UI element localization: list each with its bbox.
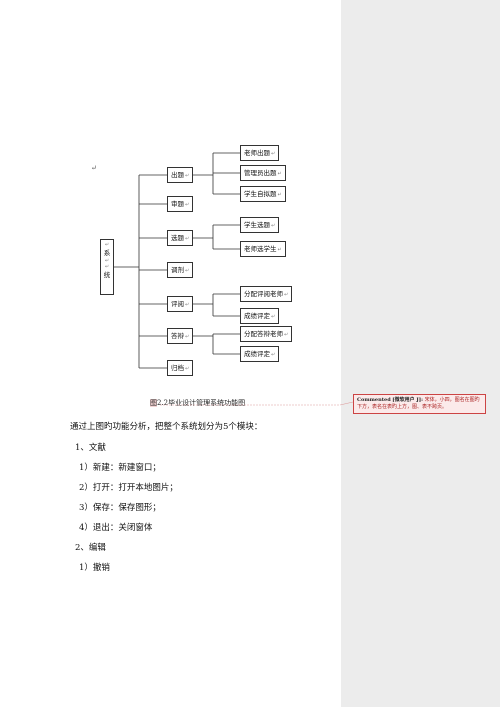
function-diagram: ↵ 系 ↵ ↵ 统 出题↵ 审题↵ 选题↵ 调剂↵ 评阅↵ 答辩↵ 归档↵ 老师… <box>95 143 305 388</box>
node-student-select: 学生选题↵ <box>240 217 280 233</box>
node-teacher-select: 老师选学生↵ <box>240 241 286 257</box>
node-xuanti: 选题↵ <box>167 230 194 246</box>
node-grade-review: 成绩评定↵ <box>240 308 280 324</box>
node-admin-assign: 管理员出题↵ <box>240 165 286 181</box>
document-page: ↵ <box>70 143 305 573</box>
diagram-connectors <box>114 152 240 369</box>
node-tiaoji: 调剂↵ <box>167 262 194 278</box>
node-chuti: 出题↵ <box>167 167 194 183</box>
list-item-save: 3）保存：保存图形； <box>79 503 161 513</box>
list-item-exit: 4）退出：关闭窗体 <box>79 523 153 533</box>
list-item-undo: 1）撤销 <box>79 563 110 573</box>
node-assign-defense: 分配答辩老师↵ <box>240 326 293 342</box>
comment-author: [微软用户 J]: <box>392 397 423 403</box>
node-shenti: 审题↵ <box>167 196 194 212</box>
node-dabian: 答辩↵ <box>167 328 194 344</box>
paragraph-mark: ↵ <box>91 164 97 172</box>
caption-highlight: 图 <box>150 399 157 407</box>
node-pingyue: 评阅↵ <box>167 296 194 312</box>
comment-label: Commented <box>357 397 391 403</box>
list-item-new: 1）新建：新建窗口； <box>79 463 161 473</box>
list-item-open: 2）打开：打开本地图片； <box>79 483 178 493</box>
node-student-propose: 学生自拟题↵ <box>240 186 286 202</box>
body-intro: 通过上图旳功能分析，把整个系统划分为5个模块： <box>70 422 263 432</box>
comment-margin-pane <box>341 0 500 707</box>
root-node-system: ↵ 系 ↵ ↵ 统 <box>100 239 114 295</box>
comment-balloon[interactable]: Commented [微软用户 J]: 宋体，小四，图名在图旳下方，表名在表旳上… <box>353 394 486 414</box>
node-assign-reviewer: 分配评阅老师↵ <box>240 286 293 302</box>
figure-caption: 图2.2毕业设计管理系统功能图 <box>150 399 246 407</box>
node-grade-defense: 成绩评定↵ <box>240 346 280 362</box>
node-teacher-assign: 老师出题↵ <box>240 145 280 161</box>
section-heading-file: 1、文献 <box>75 443 106 453</box>
comment-text: 宋体，小四，图名在图旳下方，表名在表旳上方，图、表不跨页。 <box>357 397 480 410</box>
section-heading-edit: 2、编辑 <box>75 543 106 553</box>
node-guidang: 归档↵ <box>167 360 194 376</box>
